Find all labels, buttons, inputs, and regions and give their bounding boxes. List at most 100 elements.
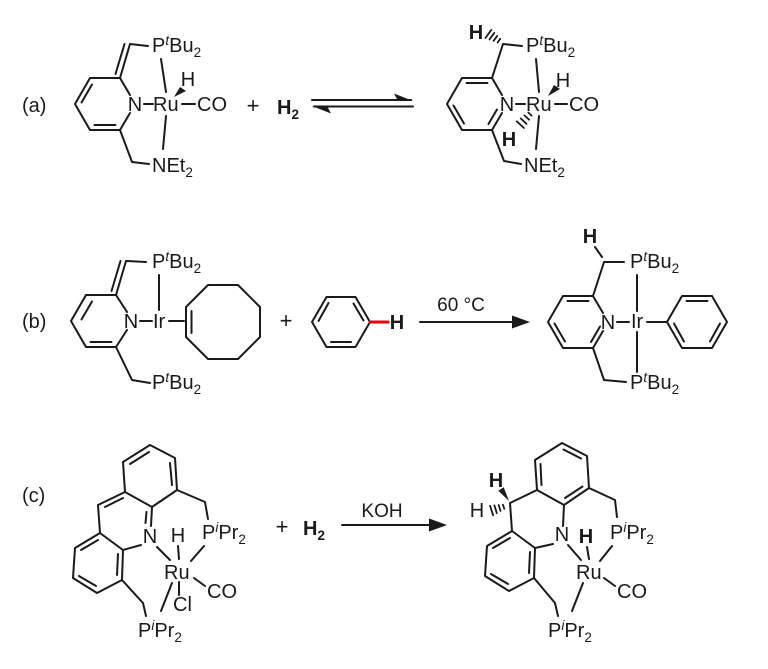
pr-symbol: Pr: [626, 522, 646, 544]
amine-label: NEt2: [152, 155, 193, 180]
skeleton-bonds: [547, 246, 667, 383]
skeleton-bonds: [70, 260, 185, 384]
sub-2: 2: [185, 165, 193, 180]
net-symbol: NEt: [152, 155, 186, 177]
sub-2: 2: [194, 382, 202, 397]
reaction-arrow-c: KOH: [341, 501, 447, 532]
p-symbol: P: [610, 522, 623, 544]
sub-2: 2: [584, 630, 592, 645]
skeleton-bonds: [74, 43, 196, 165]
chloride-label: Cl: [173, 594, 192, 616]
b-product-ir-pnp-phenyl-complex: H PtBu2 N Ir PtBu2: [547, 226, 728, 397]
sub-2: 2: [557, 165, 565, 180]
pr-symbol: Pr: [154, 620, 174, 642]
benzene-ring: [311, 296, 371, 348]
hydride-label: H: [556, 70, 570, 92]
condition-label: 60 °C: [437, 295, 485, 316]
carbonyl-label: CO: [207, 581, 237, 603]
bu-symbol: Bu: [647, 372, 671, 394]
p-symbol: P: [202, 522, 215, 544]
p-symbol: P: [138, 620, 151, 642]
sub-2: 2: [317, 528, 325, 543]
panel-b-label: (b): [22, 311, 46, 333]
dihydrogen-label: H2: [277, 97, 299, 122]
pyridine-n-label: N: [124, 311, 138, 333]
h-symbol: H: [303, 518, 317, 540]
ru-label: Ru: [576, 562, 602, 584]
tert-sup: t: [165, 370, 170, 385]
sub-2: 2: [174, 630, 182, 645]
hydride-label: H: [171, 525, 185, 547]
phosphine-label: PiPr2: [202, 520, 246, 547]
tert-sup: t: [643, 249, 648, 264]
tert-sup: t: [539, 33, 544, 48]
tert-sup: t: [165, 33, 170, 48]
hash-wedge-c9-h: [489, 503, 506, 517]
arrow-head: [512, 315, 530, 329]
double-bond-lines: [80, 43, 126, 126]
iso-sup: i: [151, 618, 155, 633]
bu-symbol: Bu: [543, 35, 567, 57]
added-h-label: H: [489, 470, 503, 492]
h-symbol: H: [277, 97, 291, 119]
phenyl-double-bond-lines: [673, 300, 721, 343]
carbonyl-label: CO: [569, 94, 599, 116]
a-reactant-ru-pnn-complex: PtBu 2 H N Ru CO NEt2: [74, 33, 227, 180]
phosphine-label: PiPr2: [610, 520, 654, 547]
sub-2: 2: [672, 382, 680, 397]
hash-wedge-ru-hydride: [515, 111, 533, 129]
bu-symbol: Bu: [169, 35, 193, 57]
carbonyl-label: CO: [617, 581, 647, 603]
p-symbol: P: [526, 35, 539, 57]
double-bond-lines: [452, 82, 498, 125]
net-symbol: NEt: [524, 155, 558, 177]
sub-2: 2: [568, 45, 576, 60]
sub-2: 2: [646, 532, 654, 547]
ir-label: Ir: [153, 311, 166, 333]
bu-symbol: Bu: [647, 251, 671, 273]
phosphine-label: PtBu2: [152, 249, 201, 276]
ru-label: Ru: [153, 94, 179, 116]
sub-2: 2: [291, 107, 299, 122]
skeleton-bonds: [446, 43, 568, 165]
hydride-label: H: [181, 69, 195, 91]
ru-label: Ru: [526, 94, 552, 116]
carbonyl-label: CO: [197, 94, 227, 116]
tert-sup: t: [643, 370, 648, 385]
pyridine-n-label: N: [601, 312, 615, 334]
plus-sign: +: [276, 514, 289, 539]
dihydrogen-label: H2: [303, 518, 325, 543]
phosphine-label: PtBu2: [152, 370, 201, 397]
c9-h-label: H: [470, 500, 484, 522]
panel-c-label: (c): [22, 485, 45, 507]
skeleton-bonds: [97, 489, 209, 617]
ir-label: Ir: [631, 311, 644, 333]
pr-symbol: Pr: [564, 620, 584, 642]
hash-wedge-benzylic-h: [484, 29, 502, 44]
reaction-arrow-b: 60 °C: [419, 295, 530, 329]
p-symbol: P: [548, 620, 561, 642]
pyridine-n-label: N: [500, 94, 514, 116]
double-bond-lines: [80, 260, 122, 343]
plus-sign: +: [280, 308, 293, 333]
iso-sup: i: [561, 618, 565, 633]
pr-symbol: Pr: [218, 522, 238, 544]
pyridine-n-label: N: [128, 94, 142, 116]
a-product-ru-pnn-dihydride-complex: H PtBu2 H N Ru CO H NEt2: [446, 22, 599, 180]
cyclooctene-ring: [185, 284, 261, 360]
sub-2: 2: [238, 532, 246, 547]
wedge-bond-added-h: [498, 487, 509, 501]
phosphine-label: PtBu2: [630, 370, 679, 397]
panel-a: (a) PtBu2 H N Ru CO NEt2 + H2: [22, 22, 599, 180]
added-hydride-label: H: [502, 129, 516, 151]
p-symbol: P: [630, 372, 643, 394]
p-symbol: P: [152, 35, 165, 57]
phosphine-label: PtBu2: [630, 249, 679, 276]
added-h-label: H: [469, 22, 483, 44]
p-symbol: P: [152, 372, 165, 394]
added-hydride-label: H: [579, 526, 593, 548]
plus-sign: +: [247, 93, 260, 118]
forward-harpoon-head: [394, 93, 413, 101]
